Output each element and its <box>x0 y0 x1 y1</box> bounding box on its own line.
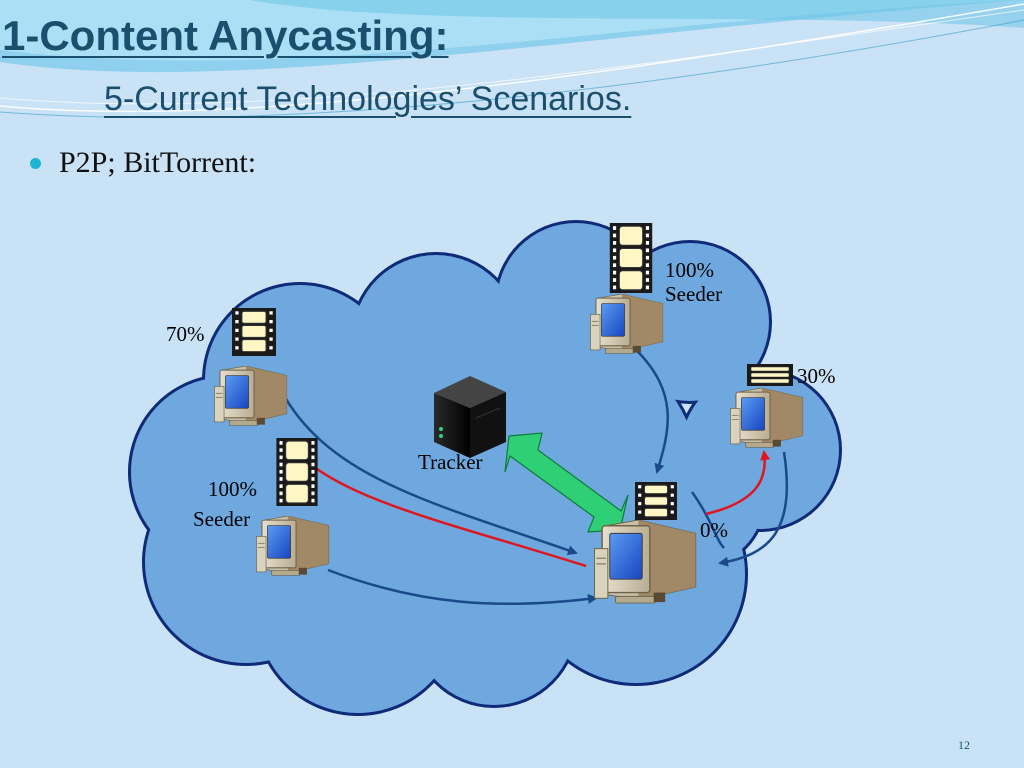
transfer-arrow-left-peer <box>280 391 578 556</box>
computer-icon-right-peer <box>730 388 804 448</box>
upload-arrow-to-right-peer <box>705 450 771 516</box>
computer-icon-bottom-left-seeder <box>256 516 330 576</box>
tracker-server-icon <box>434 376 506 458</box>
slide-title: 1-Content Anycasting: <box>2 12 449 59</box>
peer-role-bottom-left-seeder: Seeder <box>193 507 250 531</box>
peer-role: Seeder <box>193 507 251 531</box>
transfer-arrow-top-seeder <box>631 345 669 474</box>
peer-role: Seeder <box>665 282 723 307</box>
tracker-label: Tracker <box>418 450 483 474</box>
bullet-dot-icon <box>30 157 41 169</box>
transfer-arrow-right-peer <box>718 451 789 567</box>
peer-label-right-peer: 30% <box>797 364 836 388</box>
film-icon-bottom-left-seeder <box>276 438 318 506</box>
page-number: 12 <box>958 738 970 752</box>
transfer-arrow-bottom-seeder <box>327 568 598 606</box>
film-icon-left-peer <box>232 308 276 356</box>
network-cloud <box>128 220 842 716</box>
peer-label-top-right-seeder: 100% Seeder <box>665 258 722 306</box>
peer-percent: 100% <box>208 477 257 501</box>
computer-icon-downloader <box>593 520 697 604</box>
bullet-item: P2P; BitTorrent: <box>30 146 256 180</box>
peer-percent: 30% <box>797 364 836 388</box>
film-icon-top-right-seeder <box>609 223 653 293</box>
return-arrow-right-peer <box>690 491 725 549</box>
peer-label-bottom-left-seeder: 100% <box>208 477 257 501</box>
peer-percent: 0% <box>700 518 728 542</box>
computer-icon-top-right-seeder <box>590 294 664 354</box>
peer-percent: 70% <box>166 322 205 346</box>
slide-subtitle: 5-Current Technologies’ Scenarios. <box>104 80 632 118</box>
peer-label-downloader: 0% <box>700 518 728 542</box>
peer-label-left-peer: 70% <box>166 322 205 346</box>
computer-icon-left-peer <box>214 366 288 426</box>
bullet-text: P2P; BitTorrent: <box>59 146 257 179</box>
film-icon-right-peer <box>747 364 793 386</box>
peer-percent: 100% <box>665 258 714 282</box>
film-icon-downloader <box>635 482 677 520</box>
